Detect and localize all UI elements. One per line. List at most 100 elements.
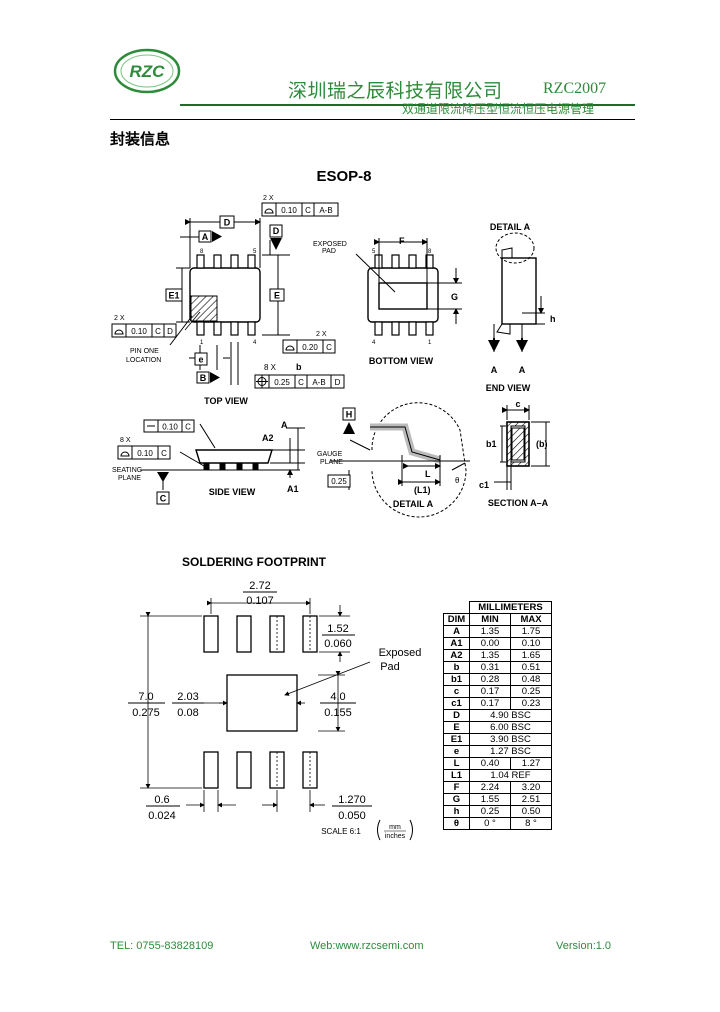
svg-text:5: 5	[372, 249, 376, 255]
soldering-footprint: SOLDERING FOOTPRINT 2.72 0.107 1.52	[128, 555, 421, 841]
end-view-labels: DETAIL A h A A END VIEW	[486, 222, 556, 393]
svg-text:0.6: 0.6	[154, 794, 169, 806]
svg-text:D: D	[273, 226, 280, 236]
svg-text:0.25: 0.25	[274, 378, 290, 387]
svg-text:PLANE: PLANE	[118, 475, 141, 482]
svg-text:0.25: 0.25	[331, 477, 347, 486]
min-cell: 0.17	[469, 685, 511, 698]
product-subtitle: 双通道限流降压型恒流恒压电源管理	[402, 102, 595, 116]
svg-text:SEATING: SEATING	[112, 467, 142, 474]
svg-text:4: 4	[372, 340, 376, 346]
max-cell: 0.25	[510, 685, 552, 698]
svg-text:b: b	[296, 362, 302, 372]
package-drawing: ESOP-8 D A D E1 E 8 5 1 4 e B	[111, 168, 556, 518]
svg-text:0.050: 0.050	[338, 810, 366, 822]
dim-cell: E1	[443, 733, 470, 746]
dim-cell: A	[443, 625, 470, 638]
min-cell: 1.35	[469, 649, 511, 662]
min-cell: 0.25	[469, 805, 511, 818]
max-cell: 1.27	[510, 757, 552, 770]
bottom-view-labels: EXPOSED PAD F G 5 8 4 1 BOTTOM VIEW	[313, 236, 458, 366]
footer-tel: TEL: 0755-83828109	[110, 940, 214, 952]
max-cell: 3.20	[510, 781, 552, 794]
svg-text:0.20: 0.20	[302, 343, 318, 352]
svg-text:B: B	[200, 373, 207, 383]
svg-text:c: c	[515, 399, 520, 409]
svg-text:GAUGE: GAUGE	[317, 451, 343, 458]
footprint-title: SOLDERING FOOTPRINT	[182, 555, 327, 569]
svg-text:8: 8	[200, 249, 204, 255]
svg-text:0.155: 0.155	[324, 707, 352, 719]
svg-text:C: C	[326, 343, 332, 352]
max-cell: 0.10	[510, 637, 552, 650]
max-cell: 0.23	[510, 697, 552, 710]
svg-text:2.72: 2.72	[249, 580, 270, 592]
svg-text:A: A	[519, 365, 526, 375]
svg-text:SCALE 6:1: SCALE 6:1	[321, 827, 361, 836]
svg-text:A: A	[281, 420, 288, 430]
svg-text:1: 1	[428, 340, 432, 346]
svg-text:2 X: 2 X	[316, 331, 327, 338]
svg-text:SIDE VIEW: SIDE VIEW	[209, 487, 256, 497]
svg-text:DETAIL A: DETAIL A	[490, 222, 531, 232]
svg-text:C: C	[305, 206, 311, 215]
svg-text:END VIEW: END VIEW	[486, 383, 531, 393]
max-cell: 0.50	[510, 805, 552, 818]
svg-text:2.03: 2.03	[177, 691, 198, 703]
max-cell: 0.48	[510, 673, 552, 686]
svg-text:inches: inches	[385, 833, 406, 840]
svg-text:1.270: 1.270	[338, 794, 366, 806]
footprint-dimensions	[140, 598, 371, 812]
svg-text:A2: A2	[262, 433, 274, 443]
svg-text:TOP VIEW: TOP VIEW	[204, 396, 248, 406]
bottom-view	[355, 238, 462, 336]
svg-text:0.10: 0.10	[281, 206, 297, 215]
svg-text:b1: b1	[486, 439, 497, 449]
max-cell: 0.51	[510, 661, 552, 674]
dim-cell: h	[443, 805, 470, 818]
svg-text:0.024: 0.024	[148, 810, 176, 822]
side-view-labels: 0.10 C 8 X 0.10 C SEATING PLANE C SIDE V…	[112, 419, 299, 505]
header-divider	[180, 104, 635, 106]
svg-text:L: L	[425, 469, 431, 479]
svg-text:0.275: 0.275	[132, 707, 160, 719]
exposed-pad	[226, 674, 298, 732]
svg-text:C: C	[161, 449, 167, 458]
max-cell: 1.65	[510, 649, 552, 662]
svg-text:4.0: 4.0	[330, 691, 345, 703]
svg-text:(b): (b)	[536, 439, 548, 449]
model-number: RZC2007	[543, 80, 607, 97]
company-logo: RZC	[113, 48, 181, 94]
dim-cell: G	[443, 793, 470, 806]
table-header-dim: DIM	[443, 613, 470, 626]
dim-cell: e	[443, 745, 470, 758]
dim-cell: F	[443, 781, 470, 794]
svg-text:SECTION A–A: SECTION A–A	[488, 498, 549, 508]
svg-text:θ: θ	[455, 476, 460, 485]
svg-text:2 X: 2 X	[263, 195, 274, 202]
footprint-pads	[203, 615, 318, 789]
svg-text:8 X: 8 X	[264, 363, 277, 372]
svg-text:DETAIL A: DETAIL A	[393, 499, 434, 509]
table-header-max: MAX	[510, 613, 552, 626]
svg-text:4: 4	[253, 340, 257, 346]
svg-text:E1: E1	[168, 291, 179, 301]
max-cell: 1.75	[510, 625, 552, 638]
table-header-millimeters: MILLIMETERS	[469, 601, 552, 614]
span-cell: 1.27 BSC	[469, 745, 552, 758]
min-cell: 1.55	[469, 793, 511, 806]
svg-text:5: 5	[253, 249, 257, 255]
top-view	[169, 218, 290, 385]
section-aa-labels: c b1 (b) c1 SECTION A–A	[479, 399, 549, 508]
svg-text:A-B: A-B	[312, 378, 325, 387]
svg-text:1.52: 1.52	[327, 623, 348, 635]
